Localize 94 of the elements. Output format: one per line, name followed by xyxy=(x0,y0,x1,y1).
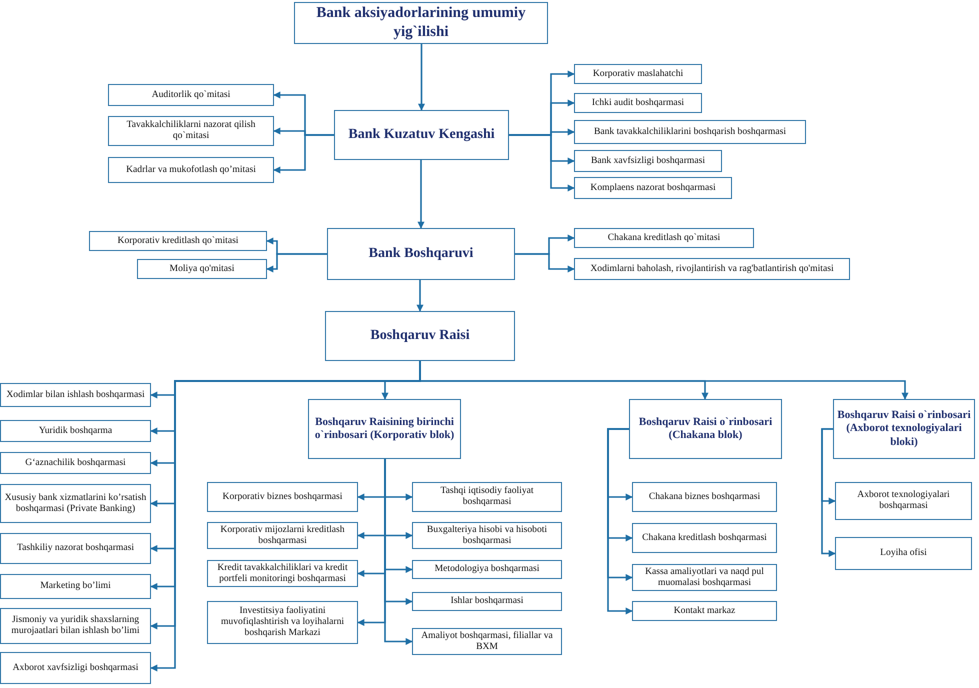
unit-name: Korporativ mijozlarni kreditlash boshqarmasi xyxy=(219,524,346,546)
position-box xyxy=(308,399,461,459)
unit-name: Kredit tavakkalchiliklari va kredit portfeli monitoringi boshqarmasi xyxy=(216,562,349,584)
unit-name: Marketing bo’limi xyxy=(40,581,111,592)
unit-name: Jismoniy va yuridik shaxslarning murojaatlari bilan ishlash bo’limi xyxy=(10,615,141,637)
department-box xyxy=(0,452,151,474)
unit-name: Investitsiya faoliyatini muvofiqlashtirish va loyihalarni boshqarish Markazi xyxy=(220,606,346,639)
department-box xyxy=(137,259,267,279)
position-title: Boshqaruv Raisining birinchi o`rinbosari (Korporativ blok) xyxy=(314,416,456,442)
department-box xyxy=(632,482,777,512)
department-box xyxy=(632,564,777,591)
unit-name: Tashqi iqtisodiy faoliyat boshqarmasi xyxy=(439,486,535,508)
unit-name: Moliya qo'mitasi xyxy=(170,264,234,274)
department-box xyxy=(207,560,358,587)
unit-name: Axborot texnologiyalari boshqarmasi xyxy=(856,490,951,512)
department-box xyxy=(207,522,358,549)
unit-name: Bank tavakkalchiliklarini boshqarish boshqarmasi xyxy=(594,126,786,138)
position-box xyxy=(833,399,975,459)
connector-arrow xyxy=(416,280,424,312)
connector-arrow xyxy=(266,253,327,272)
department-box xyxy=(108,84,274,106)
department-box xyxy=(574,93,702,113)
unit-name: Chakana kreditlash qo`mitasi xyxy=(608,232,720,244)
department-box xyxy=(0,608,151,644)
department-box xyxy=(0,484,151,523)
unit-name: Xodimlar bilan ishlash boshqarmasi xyxy=(6,390,145,400)
connector-arrow xyxy=(273,134,334,174)
unit-name: Bank xavfsizligi boshqarmasi xyxy=(590,156,706,166)
department-box xyxy=(412,522,562,549)
connector-arrow xyxy=(515,253,575,272)
department-box xyxy=(412,592,562,611)
unit-name: Tashkiliy nazorat boshqarmasi xyxy=(16,543,134,554)
unit-name: Axborot xavfsizligi boshqarmasi xyxy=(12,662,138,674)
unit-name: Xususiy bank xizmatlarini ko’rsatish boshqarmasi (Private Banking) xyxy=(4,492,147,514)
department-box xyxy=(0,533,151,564)
department-box xyxy=(574,177,732,199)
department-box xyxy=(412,482,562,512)
department-box xyxy=(108,116,274,146)
unit-name: Kadrlar va mukofotlash qo’mitasi xyxy=(126,164,256,176)
department-box xyxy=(412,560,562,579)
department-box xyxy=(574,228,754,248)
department-box xyxy=(207,482,358,512)
unit-name: Tavakkalchiliklarni nazorat qilish qo`mitasi xyxy=(126,120,256,142)
position-box xyxy=(327,228,515,280)
unit-name: Metodologiya boshqarmasi xyxy=(434,564,540,575)
connector-arrow xyxy=(509,134,575,192)
connector-arrow xyxy=(418,44,425,111)
unit-name: Korporativ kreditlash qo`mitasi xyxy=(118,236,238,246)
connector-arrow xyxy=(821,428,836,557)
position-title: Bank Boshqaruvi xyxy=(368,246,474,262)
department-box xyxy=(0,574,151,599)
department-box xyxy=(574,150,722,172)
department-box xyxy=(632,601,777,621)
department-box xyxy=(89,231,267,251)
unit-name: Kassa amaliyotlari va naqd pul muomalasi boshqarmasi xyxy=(644,566,765,588)
connector-arrow xyxy=(418,160,424,229)
position-title: Bank Kuzatuv Kengashi xyxy=(348,127,495,143)
department-box xyxy=(835,482,972,520)
unit-name: Loyiha ofisi xyxy=(880,548,927,559)
connector-arrow xyxy=(384,459,413,645)
position-box xyxy=(334,110,509,160)
department-box xyxy=(574,258,850,280)
department-box xyxy=(108,157,274,183)
department-box xyxy=(412,628,562,655)
position-box xyxy=(294,2,548,44)
department-box xyxy=(0,652,151,684)
unit-name: Chakana kreditlash boshqarmasi xyxy=(642,532,767,544)
unit-name: Ishlar boshqarmasi xyxy=(450,596,524,607)
position-title: Boshqaruv Raisi xyxy=(370,328,470,344)
department-box xyxy=(207,601,358,644)
department-box xyxy=(0,420,151,442)
department-box xyxy=(632,523,777,553)
connector-arrow xyxy=(607,428,633,614)
department-box xyxy=(835,537,972,570)
unit-name: Korporativ biznes boshqarmasi xyxy=(222,492,342,502)
position-box xyxy=(325,311,515,361)
position-title: Boshqaruv Raisi o`rinbosari (Axborot texnologiyalari bloki) xyxy=(837,409,971,449)
department-box xyxy=(574,64,702,84)
position-title: Boshqaruv Raisi o`rinbosari (Chakana blok) xyxy=(638,416,774,442)
unit-name: Amaliyot boshqarmasi, filiallar va BXM xyxy=(420,630,554,652)
unit-name: Chakana biznes boshqarmasi xyxy=(648,492,760,502)
unit-name: Xodimlarni baholash, rivojlantirish va rag'batlantirish qo'mitasi xyxy=(590,264,834,274)
unit-name: G‘aznachilik boshqarmasi xyxy=(25,458,126,468)
unit-name: Ichki audit boshqarmasi xyxy=(592,98,684,108)
unit-name: Yuridik boshqarma xyxy=(38,426,112,436)
position-title: Bank aksiyadorlarining umumiy yig`ilishi xyxy=(315,4,527,42)
department-box xyxy=(0,383,151,407)
department-box xyxy=(574,120,806,144)
unit-name: Kontakt markaz xyxy=(674,606,736,616)
unit-name: Korporativ maslahatchi xyxy=(592,68,684,80)
unit-name: Auditorlik qo`mitasi xyxy=(152,90,230,100)
position-box xyxy=(629,399,782,459)
unit-name: Komplaens nazorat boshqarmasi xyxy=(590,182,716,194)
unit-name: Buxgalteriya hisobi va hisoboti boshqarmasi xyxy=(426,524,548,546)
